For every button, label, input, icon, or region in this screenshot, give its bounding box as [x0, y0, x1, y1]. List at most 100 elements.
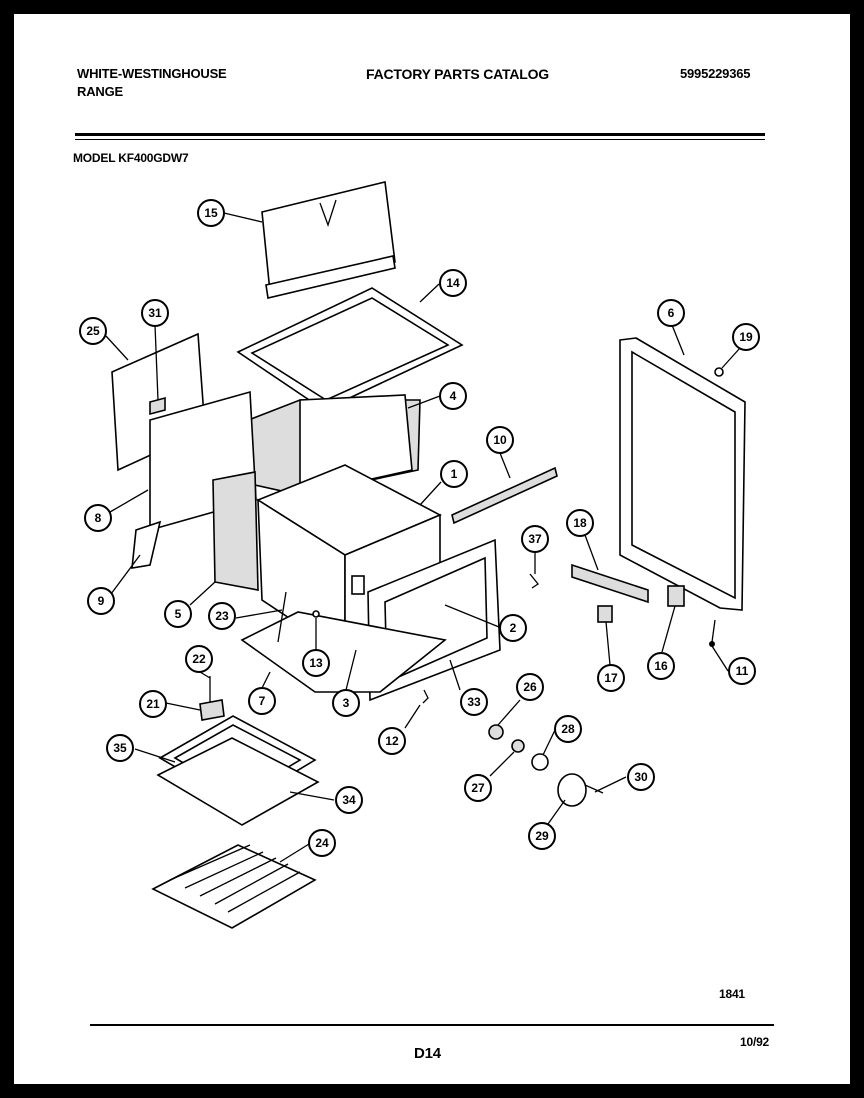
- svg-text:33: 33: [467, 695, 481, 709]
- svg-text:28: 28: [561, 722, 575, 736]
- part-14-top-frame: [236, 287, 464, 411]
- page-number: D14: [414, 1045, 441, 1062]
- svg-text:25: 25: [86, 324, 100, 338]
- svg-text:11: 11: [736, 664, 749, 678]
- part-28-knob: [531, 753, 549, 771]
- catalog-title: FACTORY PARTS CATALOG: [366, 66, 549, 82]
- svg-text:10: 10: [493, 433, 507, 447]
- svg-text:15: 15: [204, 206, 218, 220]
- part-26-knob: [488, 724, 504, 740]
- svg-text:2: 2: [510, 621, 517, 635]
- callout-2: 2: [499, 614, 527, 642]
- part-34-broiler-pan: [156, 737, 320, 826]
- callout-4: 4: [439, 382, 467, 410]
- part-37-clip: [529, 573, 539, 589]
- part-7-bottom: [240, 611, 447, 693]
- catalog-number: 5995229365: [680, 66, 751, 81]
- part-15-back-panel: [261, 181, 396, 299]
- header-rule-top: [75, 133, 765, 136]
- callout-21: 21: [139, 690, 167, 718]
- svg-text:17: 17: [604, 671, 618, 685]
- svg-text:31: 31: [148, 306, 162, 320]
- svg-text:5: 5: [175, 607, 182, 621]
- callout-24: 24: [308, 829, 336, 857]
- part-18-strip: [571, 563, 649, 604]
- part-11-pin: [709, 619, 716, 647]
- part-17-block: [597, 605, 613, 623]
- callout-5: 5: [164, 600, 192, 628]
- part-27-shaft: [511, 739, 525, 753]
- callout-28: 28: [554, 715, 582, 743]
- model-label: MODEL KF400GDW7: [73, 151, 189, 165]
- part-24-oven-rack: [151, 844, 317, 929]
- callout-1: 1: [440, 460, 468, 488]
- svg-text:1: 1: [451, 467, 458, 481]
- part-13-screw: [312, 610, 320, 618]
- svg-text:3: 3: [343, 696, 350, 710]
- svg-text:27: 27: [471, 781, 485, 795]
- callout-12: 12: [378, 727, 406, 755]
- part-6-rear-panel: [619, 337, 746, 611]
- callout-22: 22: [185, 645, 213, 673]
- leader-lines: [105, 212, 741, 863]
- callout-31: 31: [141, 299, 169, 327]
- svg-text:9: 9: [98, 594, 105, 608]
- callout-9: 9: [87, 587, 115, 615]
- footer-rule: [90, 1024, 774, 1026]
- callout-10: 10: [486, 426, 514, 454]
- revision-date: 10/92: [740, 1035, 770, 1049]
- callout-15: 15: [197, 199, 225, 227]
- part-16-bracket: [667, 585, 685, 607]
- callout-35: 35: [106, 734, 134, 762]
- callout-13: 13: [302, 649, 330, 677]
- product-label: RANGE: [77, 84, 123, 99]
- header-rule-bottom: [75, 139, 765, 140]
- svg-text:7: 7: [259, 694, 266, 708]
- diagram-code: 1841: [719, 987, 745, 1001]
- svg-text:24: 24: [315, 836, 329, 850]
- part-23-hinge: [277, 591, 287, 643]
- callout-7: 7: [248, 687, 276, 715]
- part-10-rail: [451, 466, 558, 525]
- callout-8: 8: [84, 504, 112, 532]
- callout-3: 3: [332, 689, 360, 717]
- callout-30: 30: [627, 763, 655, 791]
- svg-text:34: 34: [342, 793, 356, 807]
- svg-text:23: 23: [215, 609, 229, 623]
- svg-text:4: 4: [450, 389, 457, 403]
- callout-37: 37: [521, 525, 549, 553]
- part-21-foot: [199, 699, 225, 721]
- part-12-clip: [422, 689, 429, 704]
- callout-33: 33: [460, 688, 488, 716]
- callout-17: 17: [597, 664, 625, 692]
- part-19-screw: [714, 367, 724, 377]
- callout-27: 27: [464, 774, 492, 802]
- callout-11: 11: [728, 657, 756, 685]
- callout-14: 14: [439, 269, 467, 297]
- svg-text:16: 16: [654, 659, 668, 673]
- svg-text:29: 29: [535, 829, 549, 843]
- brand-label: WHITE-WESTINGHOUSE: [77, 66, 227, 81]
- svg-text:18: 18: [573, 516, 587, 530]
- svg-text:22: 22: [192, 652, 206, 666]
- part-3-bulb: [351, 575, 365, 595]
- svg-text:13: 13: [309, 656, 323, 670]
- svg-text:35: 35: [113, 741, 127, 755]
- svg-text:30: 30: [634, 770, 648, 784]
- svg-text:21: 21: [146, 697, 160, 711]
- callout-16: 16: [647, 652, 675, 680]
- callout-19: 19: [732, 323, 760, 351]
- callout-23: 23: [208, 602, 236, 630]
- callout-18: 18: [566, 509, 594, 537]
- callout-6: 6: [657, 299, 685, 327]
- svg-text:8: 8: [95, 511, 102, 525]
- callout-26: 26: [516, 673, 544, 701]
- part-29-thermostat: [557, 773, 604, 807]
- callout-34: 34: [335, 786, 363, 814]
- svg-text:12: 12: [385, 734, 399, 748]
- callout-25: 25: [79, 317, 107, 345]
- svg-text:19: 19: [739, 330, 753, 344]
- callout-29: 29: [528, 822, 556, 850]
- svg-text:14: 14: [446, 276, 460, 290]
